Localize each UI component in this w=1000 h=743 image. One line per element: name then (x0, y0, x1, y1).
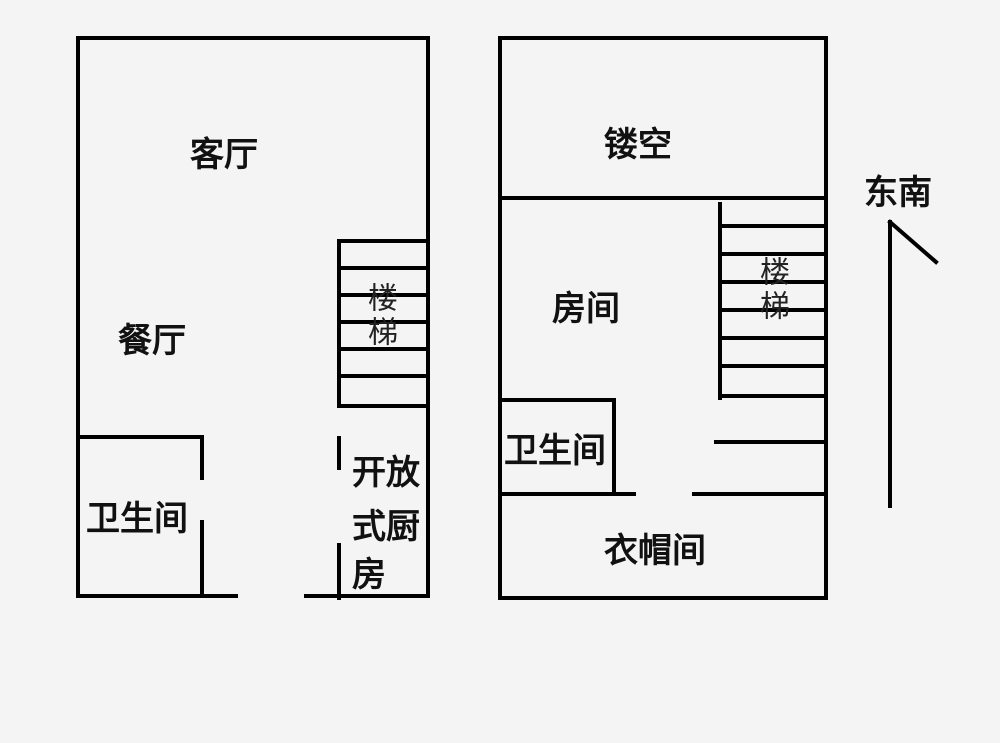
upper-stairs-label: 楼梯 (754, 256, 789, 324)
cloakroom-label: 衣帽间 (604, 531, 706, 571)
upper-floor-stair-treads (718, 202, 828, 400)
living-room-label: 客厅 (190, 135, 258, 175)
ground-stairs-label: 楼梯 (362, 282, 397, 350)
kitchen-label-line-1: 开放 (352, 453, 420, 493)
ground-bathroom-label: 卫生间 (86, 499, 188, 539)
orientation-label: 东南 (864, 173, 932, 213)
dining-room-label: 餐厅 (118, 321, 186, 361)
kitchen-label-line-3: 房 (352, 555, 386, 595)
upper-bathroom-label: 卫生间 (504, 431, 606, 471)
ground-floor-walls (76, 36, 430, 600)
room-label: 房间 (552, 289, 620, 329)
kitchen-label-line-2: 式厨 (352, 507, 420, 547)
void-label: 镂空 (604, 125, 672, 165)
ground-floor-stair-treads (337, 239, 430, 408)
upper-floor-walls (498, 36, 828, 600)
orientation-arrow-icon (887, 219, 939, 508)
